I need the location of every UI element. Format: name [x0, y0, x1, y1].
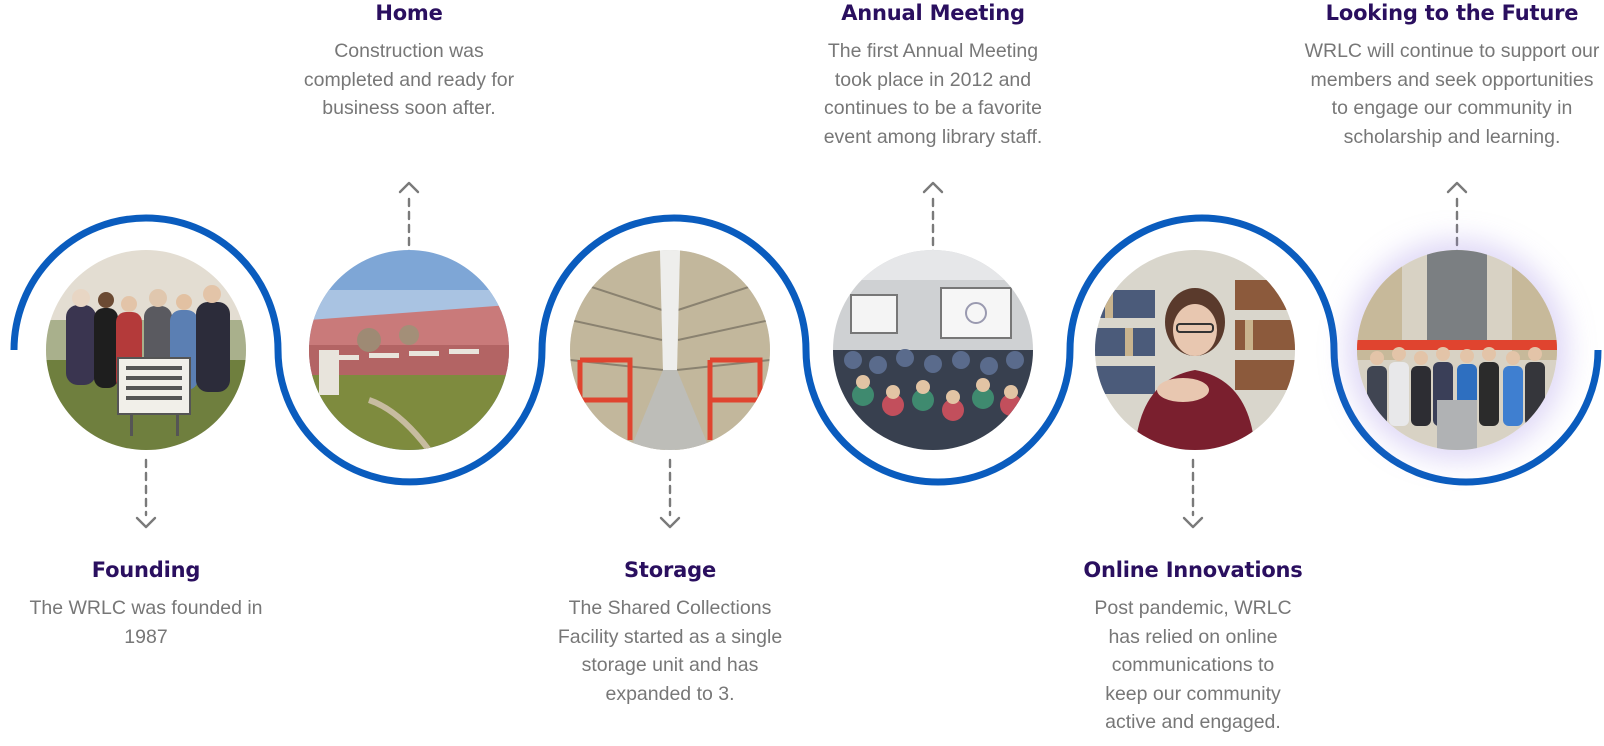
milestone-annual-meeting: Annual Meeting The first Annual Meeting … [803, 3, 1063, 151]
meeting-hall-photo [833, 250, 1033, 450]
milestone-description: Post pandemic, WRLC has relied on online… [1094, 597, 1292, 733]
groundbreaking-photo [46, 250, 246, 450]
milestone-founding: Founding The WRLC was founded in 1987 [16, 560, 276, 651]
arrow-down-icon [1182, 516, 1204, 529]
milestone-title: Founding [91, 558, 201, 582]
milestone-description: WRLC will continue to support our member… [1304, 40, 1600, 148]
milestone-home: Home Construction was completed and read… [279, 3, 539, 123]
milestone-title: Looking to the Future [1325, 1, 1579, 25]
milestone-title: Online Innovations [1083, 558, 1303, 582]
arrow-up-icon [922, 181, 944, 194]
milestone-looking-to-the-future: Looking to the Future WRLC will continue… [1302, 3, 1602, 151]
team-photo [1357, 250, 1557, 450]
milestone-description: Construction was completed and ready for… [303, 40, 515, 119]
milestone-description: The first Annual Meeting took place in 2… [823, 40, 1043, 148]
milestone-title: Home [375, 1, 443, 25]
milestone-description: The WRLC was founded in 1987 [29, 597, 263, 648]
milestone-online-innovations: Online Innovations Post pandemic, WRLC h… [1063, 560, 1323, 737]
timeline-wave-line [10, 214, 1602, 486]
milestone-description: The Shared Collections Facility started … [557, 597, 783, 705]
milestone-title: Storage [624, 558, 716, 582]
arrow-up-icon [1446, 181, 1468, 194]
arrow-up-icon [398, 181, 420, 194]
milestone-storage: Storage The Shared Collections Facility … [540, 560, 800, 708]
arrow-down-icon [659, 516, 681, 529]
arrow-down-icon [135, 516, 157, 529]
milestone-title: Annual Meeting [841, 1, 1025, 25]
storage-aisle-photo [570, 250, 770, 450]
building-photo [309, 250, 509, 450]
video-call-photo [1095, 250, 1295, 450]
